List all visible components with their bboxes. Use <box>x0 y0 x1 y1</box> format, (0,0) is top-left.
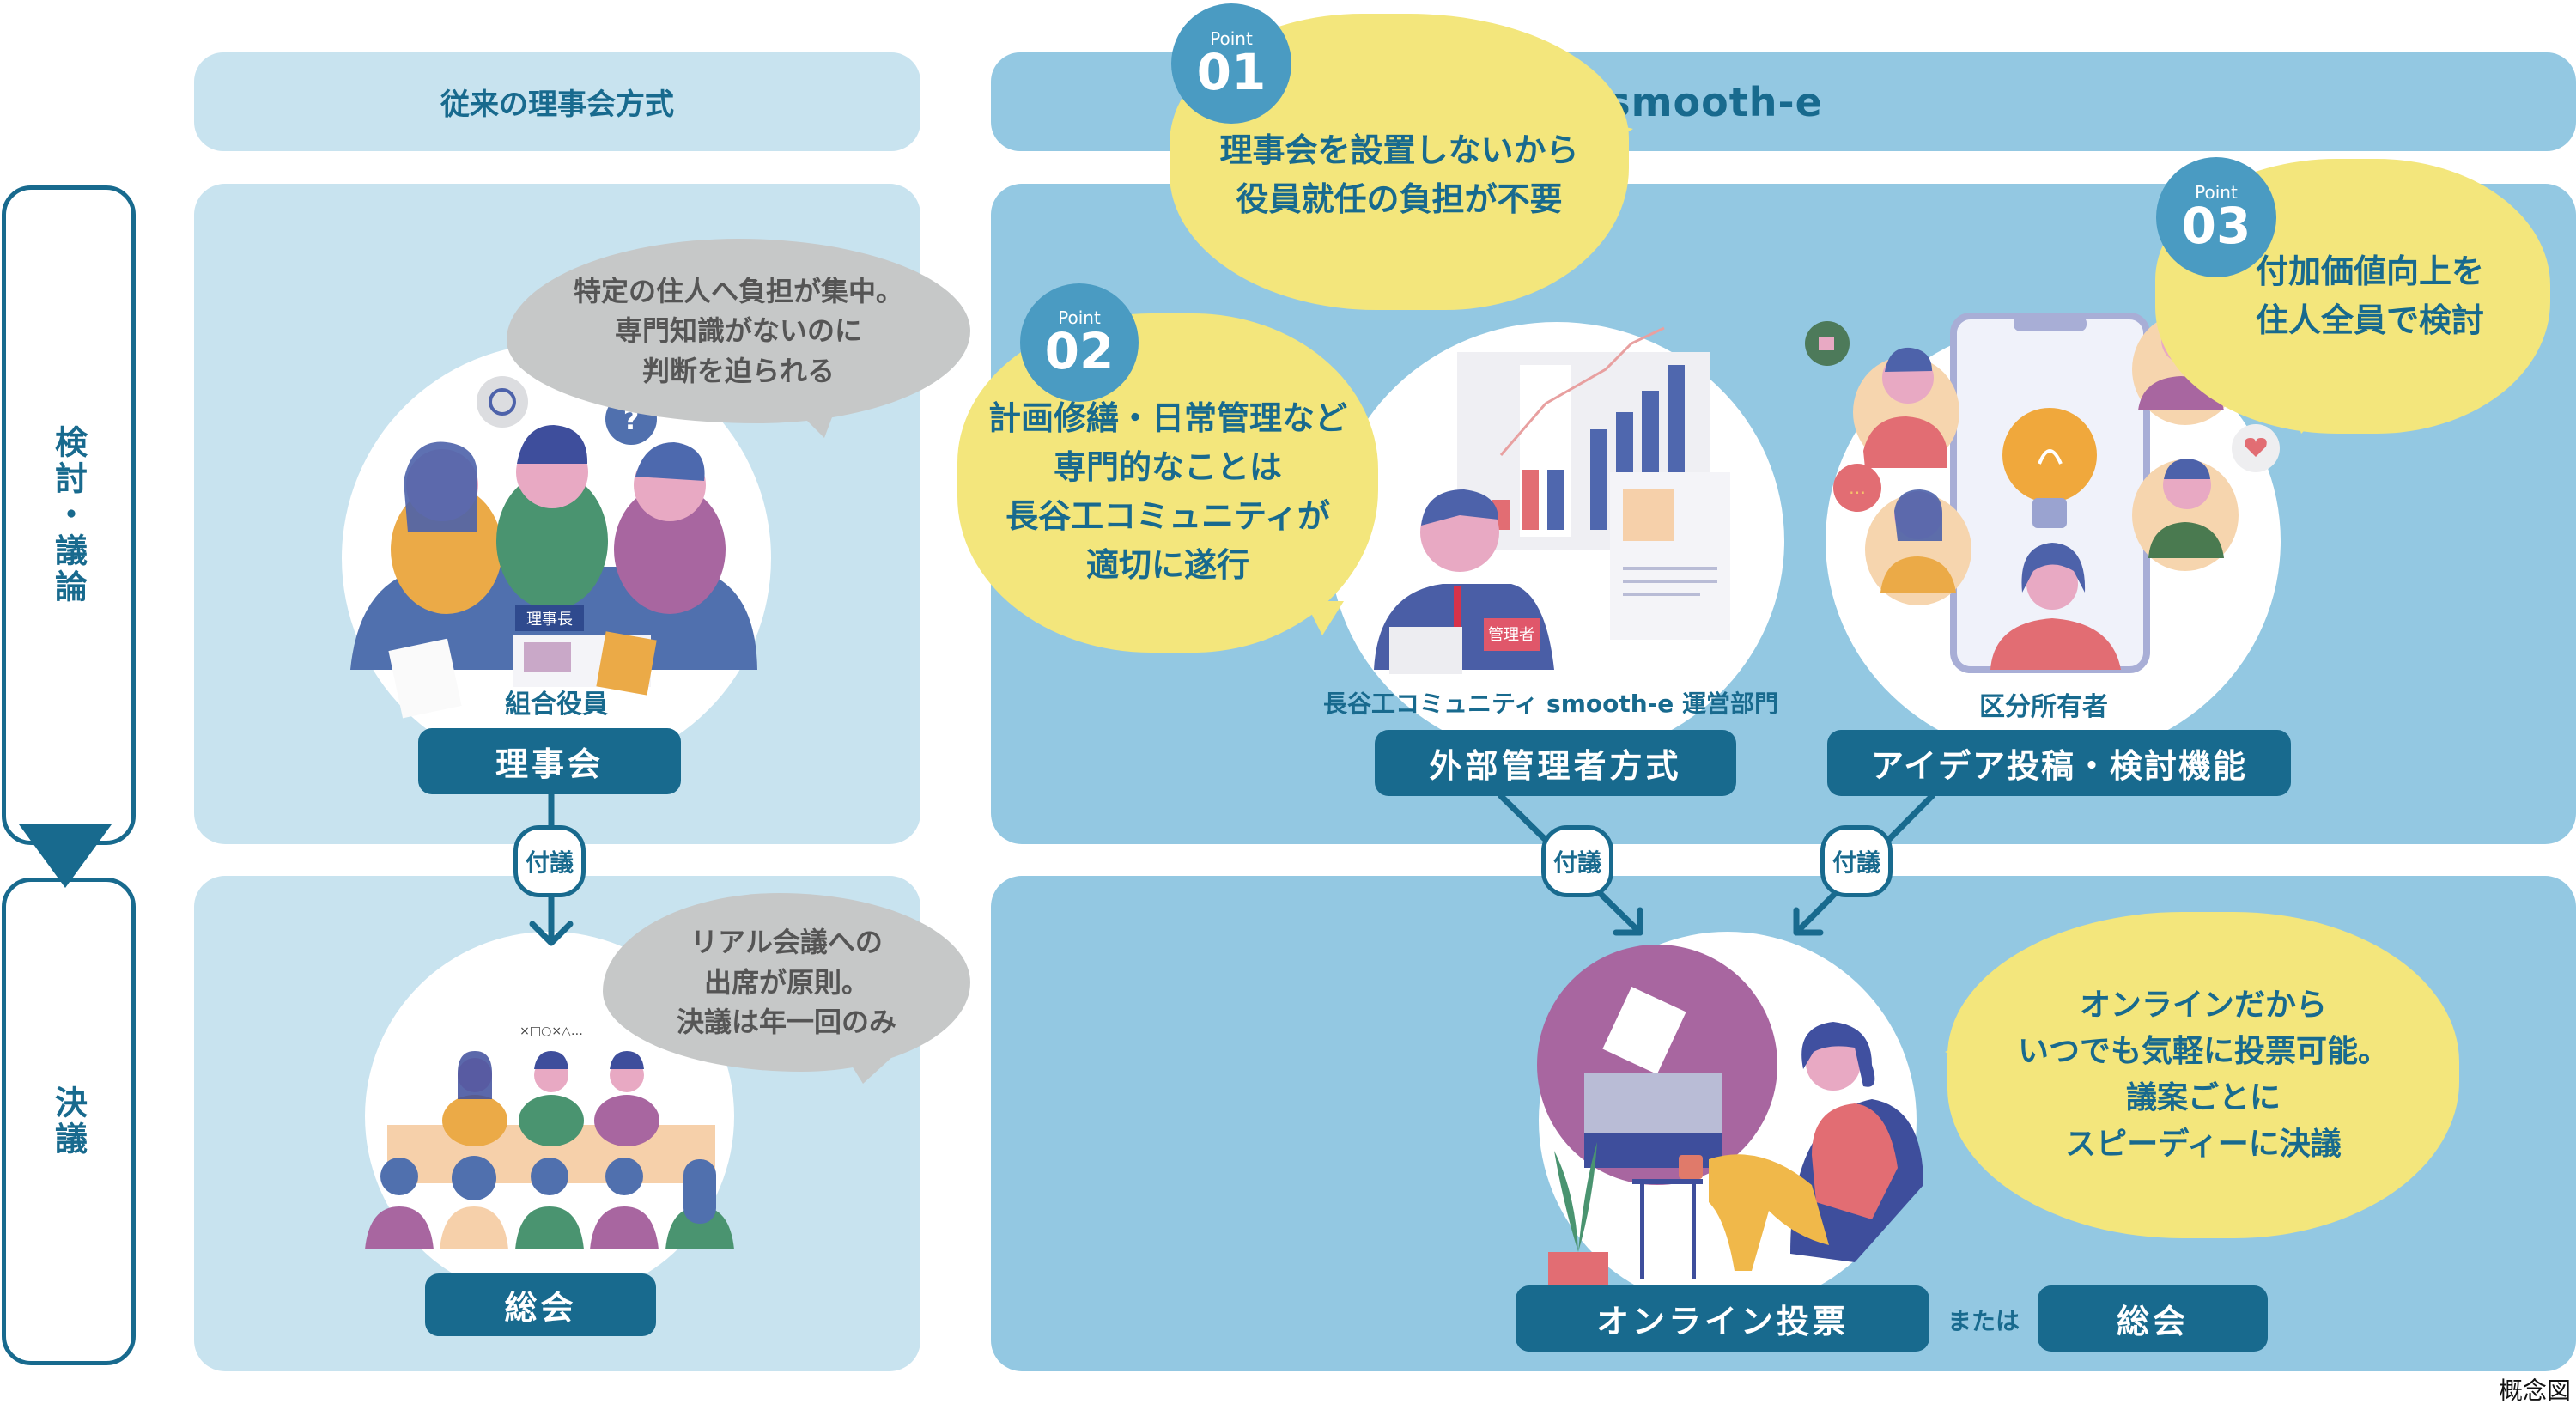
bubble-line: 特定の住人へ負担が集中。 <box>573 274 903 307</box>
cloud-line: スピーディーに決議 <box>2065 1127 2342 1162</box>
point-label: Point <box>2195 182 2238 203</box>
pill-board: 理事会 <box>418 728 681 794</box>
manager-chart-icon: 管理者 <box>1374 326 1730 674</box>
caption-manager: 長谷工コミュニティ smooth-e 運営部門 <box>1322 690 1779 718</box>
pill-idea-posting-label: アイデア投稿・検討機能 <box>1870 747 2248 785</box>
point-badge-01: Point 01 <box>1171 3 1291 124</box>
cloud-line: 議案ごとに <box>2125 1080 2281 1115</box>
bubble-line: 出席が原則。 <box>703 965 869 999</box>
header-traditional-label: 従来の理事会方式 <box>440 88 674 122</box>
point-badge-03: Point 03 <box>2156 157 2276 277</box>
cloud-line: オンラインだから <box>2079 988 2327 1023</box>
cloud-line: 専門的なことは <box>1053 447 1282 486</box>
svg-text:…: … <box>1849 477 1866 498</box>
people-general-meeting-icon: ×□○×△… <box>365 1024 734 1249</box>
point-label: Point <box>1210 28 1253 49</box>
pill-idea-posting: アイデア投稿・検討機能 <box>1827 730 2291 796</box>
pill-online-voting: オンライン投票 <box>1516 1285 1929 1352</box>
point-label: Point <box>1058 307 1101 328</box>
cloud-line: 理事会を設置しないから <box>1219 131 1579 169</box>
connector-fugi-label: 付議 <box>1552 848 1601 877</box>
cloud-line: いつでも気軽に投票可能。 <box>2017 1034 2389 1069</box>
cloud-online-voting: オンラインだから いつでも気軽に投票可能。 議案ごとに スピーディーに決議 <box>1947 912 2459 1238</box>
or-text: または <box>1947 1307 2020 1335</box>
online-voting-icon <box>1537 945 1923 1285</box>
stage-discussion-label: 検討・議論 <box>49 425 88 605</box>
header-smooth-e-label: smooth-e <box>1607 78 1823 125</box>
stage-decision: 決議 <box>2 878 136 1365</box>
svg-text:管理者: 管理者 <box>1488 626 1534 644</box>
point-badge-02: Point 02 <box>1020 283 1139 402</box>
pill-general-meeting-traditional: 総会 <box>425 1273 656 1336</box>
footnote-concept-diagram: 概念図 <box>2498 1377 2571 1405</box>
pill-general-meeting-smooth-e-label: 総会 <box>2116 1303 2189 1340</box>
cloud-line: 計画修繕・日常管理など <box>987 398 1347 437</box>
pill-online-voting-label: オンライン投票 <box>1595 1303 1849 1340</box>
stage-decision-label: 決議 <box>49 1085 88 1158</box>
point-number: 01 <box>1196 43 1267 101</box>
pill-general-meeting-smooth-e: 総会 <box>2038 1285 2268 1352</box>
svg-text:×□○×△…: ×□○×△… <box>519 1024 583 1038</box>
stage-discussion: 検討・議論 <box>2 185 136 845</box>
bubble-line: 専門知識がないのに <box>614 314 862 348</box>
bubble-traditional-meeting: リアル会議への 出席が原則。 決議は年一回のみ <box>603 893 970 1072</box>
connector-fugi-traditional: 付議 <box>513 825 586 897</box>
svg-text:理事長: 理事長 <box>526 611 573 629</box>
bubble-line: 判断を迫られる <box>641 354 835 387</box>
pill-general-meeting-traditional-label: 総会 <box>504 1289 577 1327</box>
connector-fugi-label: 付議 <box>1832 848 1880 877</box>
bubble-traditional-burden: 特定の住人へ負担が集中。 専門知識がないのに 判断を迫られる <box>507 239 970 423</box>
cloud-line: 住人全員で検討 <box>2255 301 2484 339</box>
cloud-line: 適切に遂行 <box>1085 545 1249 584</box>
cloud-line: 役員就任の負担が不要 <box>1236 179 1563 218</box>
people-board-icon: 理事長 ? <box>350 376 757 719</box>
caption-owners: 区分所有者 <box>1979 692 2108 722</box>
bubble-line: 決議は年一回のみ <box>676 1006 896 1039</box>
cloud-line: 長谷工コミュニティが <box>1005 496 1330 535</box>
cloud-point-03: 付加価値向上を 住人全員で検討 <box>2155 159 2550 434</box>
point-number: 03 <box>2181 197 2251 255</box>
pill-external-manager: 外部管理者方式 <box>1375 730 1736 796</box>
pill-board-label: 理事会 <box>495 745 604 783</box>
stage-arrow-down-icon <box>19 824 112 888</box>
connector-fugi-owners: 付議 <box>1820 825 1893 897</box>
point-number: 02 <box>1044 322 1115 380</box>
caption-board-members: 組合役員 <box>505 690 608 720</box>
bubble-line: リアル会議への <box>690 926 883 959</box>
pill-external-manager-label: 外部管理者方式 <box>1429 747 1682 785</box>
header-traditional: 従来の理事会方式 <box>194 52 920 151</box>
connector-fugi-manager: 付議 <box>1541 825 1613 897</box>
cloud-point-02: 計画修繕・日常管理など 専門的なことは 長谷工コミュニティが 適切に遂行 <box>957 313 1378 653</box>
connector-fugi-label: 付議 <box>525 848 574 877</box>
cloud-line: 付加価値向上を <box>2255 252 2484 290</box>
